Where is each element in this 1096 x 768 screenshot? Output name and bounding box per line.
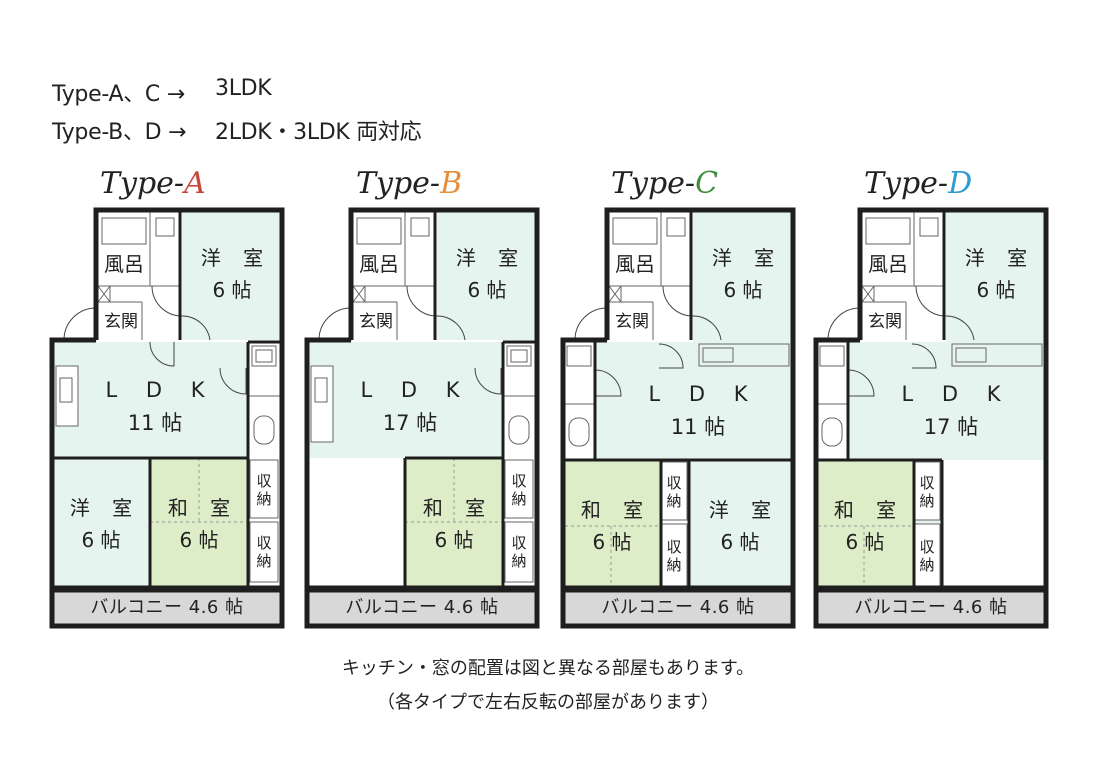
storage-label-1: 収納	[666, 474, 682, 510]
sink	[155, 217, 175, 237]
storage-label-1: 収納	[919, 474, 935, 510]
type-c-title: Type-C	[611, 166, 718, 201]
storage-label-2: 収納	[256, 534, 272, 570]
western-room-label: 洋 室 6 帖	[56, 492, 146, 556]
type-d-title: Type-D	[864, 166, 972, 201]
room-size: 6 帖	[81, 528, 121, 552]
note-mirrored-rooms: （各タイプで左右反転の部屋があります）	[377, 692, 719, 713]
type-d-prefix: Type-	[864, 166, 949, 201]
storage-label-2: 収納	[919, 538, 935, 574]
room-name: 和 室	[167, 496, 239, 520]
header-line-1: Type-A、C → 3LDK	[52, 76, 272, 108]
bath-label: 風呂	[615, 252, 655, 276]
type-a-letter: A	[184, 166, 206, 201]
room-name: L D K	[105, 378, 216, 402]
type-d-letter: D	[948, 166, 973, 201]
kitchen-counter	[698, 343, 790, 367]
header-type-bd: Type-B、D →	[52, 120, 187, 145]
entry-label: 玄関	[615, 312, 649, 332]
western-room-top-fill	[182, 212, 280, 340]
storage-label-2: 収納	[511, 534, 527, 570]
floor-plan-drawing	[304, 207, 540, 629]
storage-label-2: 収納	[666, 538, 682, 574]
balcony-label: バルコニー 4.6 帖	[90, 597, 244, 618]
type-a-title: Type-A	[100, 166, 206, 201]
type-c-prefix: Type-	[611, 166, 696, 201]
note-kitchen-window: キッチン・窓の配置は図と異なる部屋もあります。	[341, 658, 755, 679]
type-a-prefix: Type-	[100, 166, 185, 201]
bathtub	[101, 217, 147, 245]
ldk-fill	[52, 342, 248, 458]
bath-label: 風呂	[359, 252, 399, 276]
header-type-ac: Type-A、C →	[52, 82, 185, 107]
floor-plan-drawing	[560, 207, 796, 629]
bath-label: 風呂	[868, 252, 908, 276]
bath-label: 風呂	[104, 252, 144, 276]
entry-door-swing	[63, 307, 97, 341]
entry-label: 玄関	[359, 312, 393, 332]
type-c-letter: C	[695, 166, 719, 201]
entry-label: 玄関	[868, 312, 902, 332]
room-name: 洋 室	[200, 246, 272, 270]
storage-label-1: 収納	[511, 472, 527, 508]
room-name: 洋 室	[69, 496, 141, 520]
ldk-label: L D K 11 帖	[90, 374, 220, 440]
floor-plan-drawing	[813, 207, 1049, 629]
floor-plan-drawing	[49, 207, 285, 629]
entry-label: 玄関	[104, 312, 138, 332]
storage-label-1: 収納	[256, 472, 272, 508]
header-value-bd: 2LDK・3LDK 両対応	[215, 120, 422, 145]
japanese-room-label: 和 室 6 帖	[154, 492, 244, 556]
balcony-label: バルコニー 4.6 帖	[854, 597, 1008, 618]
western-room-fill	[54, 458, 150, 586]
room-size: 6 帖	[212, 278, 252, 302]
toilet	[253, 415, 275, 445]
room-size: 11 帖	[127, 411, 183, 435]
balcony-label: バルコニー 4.6 帖	[345, 597, 499, 618]
type-b-prefix: Type-	[356, 166, 441, 201]
type-b-letter: B	[440, 166, 463, 201]
header-value-ac: 3LDK	[215, 76, 272, 101]
balcony-fill	[52, 590, 280, 626]
balcony-label: バルコニー 4.6 帖	[601, 597, 755, 618]
western-room-top-label: 洋 室 6 帖	[190, 242, 274, 306]
type-b-title: Type-B	[356, 166, 462, 201]
header-line-2: Type-B、D → 2LDK・3LDK 両対応	[52, 114, 422, 146]
room-size: 6 帖	[179, 528, 219, 552]
kitchen-counter	[55, 365, 79, 427]
